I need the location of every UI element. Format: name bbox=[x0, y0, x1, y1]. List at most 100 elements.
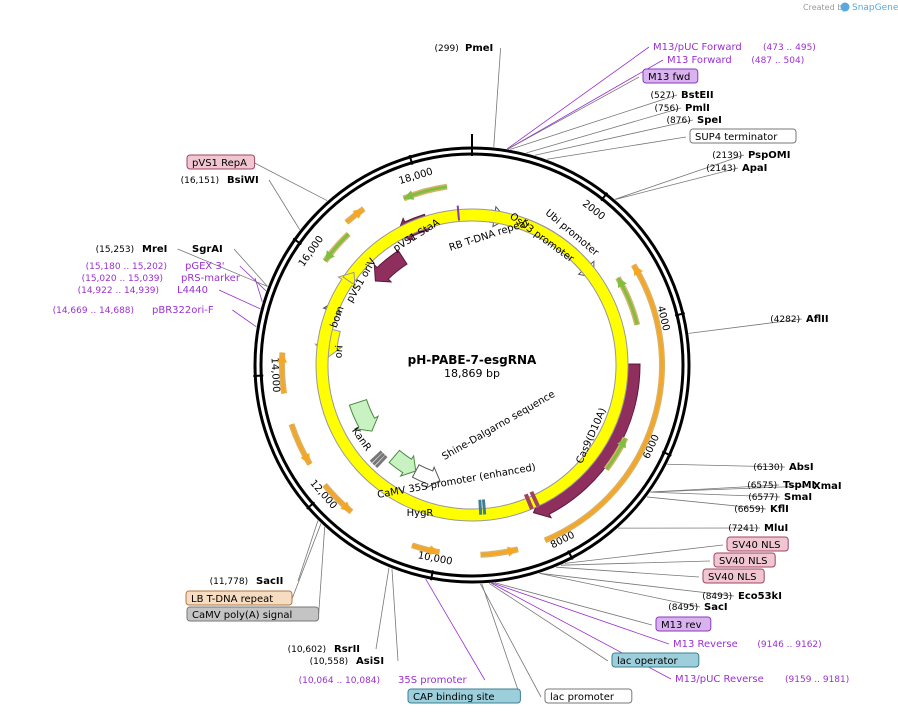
label-aflii[interactable]: (4282)AflII bbox=[770, 314, 828, 325]
feature-box bbox=[713, 552, 776, 568]
label-absi[interactable]: (6130)AbsI bbox=[753, 462, 813, 473]
label-sv40-nls[interactable]: SV40 NLS bbox=[726, 536, 789, 552]
tick-mark bbox=[306, 501, 316, 510]
label-pmei[interactable]: (299)PmeI bbox=[435, 43, 494, 54]
label-coord: (16,151) bbox=[181, 176, 220, 186]
orange-arc-4-head bbox=[340, 501, 352, 512]
orange-arc-7-head bbox=[352, 208, 364, 219]
features bbox=[277, 183, 665, 558]
leader-line bbox=[239, 265, 267, 292]
leader-line bbox=[297, 520, 319, 582]
label-camv-poly-a-signal[interactable]: CaMV poly(A) signal bbox=[186, 606, 320, 622]
label-name: M13 Forward bbox=[667, 55, 732, 66]
leader-line bbox=[688, 318, 803, 334]
label-mrei[interactable]: (15,253)MreI bbox=[96, 244, 168, 255]
outer-labels: (299)PmeI (473 .. 495)M13/pUC Forward (487… bbox=[53, 42, 849, 704]
feature-label: SV40 NLS bbox=[719, 556, 768, 567]
label-coord: (876) bbox=[667, 116, 691, 126]
label-name: SmaI bbox=[784, 492, 812, 503]
label-sv40-nls[interactable]: SV40 NLS bbox=[702, 568, 765, 584]
branding: Created by SnapGene bbox=[803, 2, 898, 13]
label-pmli[interactable]: (756)PmlI bbox=[655, 103, 710, 114]
feature-label: CaMV poly(A) signal bbox=[192, 610, 292, 621]
label-name: AsiSI bbox=[356, 656, 384, 667]
inner-label-ori: ori bbox=[333, 345, 345, 359]
label-coord: (10,602) bbox=[288, 645, 327, 655]
feature-label: lac operator bbox=[617, 656, 678, 667]
leader-line bbox=[375, 567, 390, 650]
label-name: L4440 bbox=[177, 285, 208, 296]
label-coord: (2139) bbox=[712, 151, 742, 161]
label-l4440[interactable]: (14,922 .. 14,939)L4440 bbox=[78, 285, 208, 296]
label-name: MreI bbox=[142, 244, 167, 255]
leader-line bbox=[556, 566, 700, 578]
leader-line bbox=[233, 248, 268, 287]
feature-box bbox=[544, 688, 633, 704]
tick-label: 14,000 bbox=[268, 357, 281, 393]
orange-arc-3-head bbox=[428, 545, 440, 556]
label-m13-forward[interactable]: (487 .. 504) M13 Forward bbox=[667, 55, 804, 66]
label-lac-operator[interactable]: lac operator bbox=[611, 652, 700, 668]
label-name: ApaI bbox=[742, 163, 767, 174]
leader-line bbox=[488, 582, 609, 662]
label-saci[interactable]: (8495) SacI bbox=[668, 602, 727, 613]
label-sacii[interactable]: (11,778)SacII bbox=[210, 576, 284, 587]
orange-arc-6-head bbox=[277, 352, 288, 363]
leader-line bbox=[507, 59, 664, 150]
label-m13-fwd[interactable]: M13 fwd bbox=[642, 68, 699, 84]
label-35s-promoter[interactable]: (10,064 .. 10,084)35S promoter bbox=[299, 675, 468, 686]
label-sup4-terminator[interactable]: SUP4 terminator bbox=[689, 128, 797, 144]
feature-box bbox=[702, 568, 765, 584]
label-eco53ki[interactable]: (8493)Eco53kI bbox=[702, 591, 782, 602]
label-kfli[interactable]: (6659)KflI bbox=[734, 504, 789, 515]
label-coord: (8495) bbox=[668, 603, 698, 613]
label-sv40-nls[interactable]: SV40 NLS bbox=[713, 552, 776, 568]
sv40-nls-mark bbox=[529, 490, 540, 508]
label-rsrii[interactable]: (10,602)RsrII bbox=[288, 644, 360, 655]
label-cap-binding-site[interactable]: CAP binding site bbox=[407, 688, 521, 704]
label-apai[interactable]: (2143) ApaI bbox=[706, 163, 767, 174]
label-lb-t-dna-repeat[interactable]: LB T-DNA repeat bbox=[185, 590, 293, 606]
leader-line bbox=[506, 46, 650, 150]
label-mlui[interactable]: (7241)MluI bbox=[728, 523, 788, 534]
label-xmai[interactable]: XmaI bbox=[813, 481, 842, 492]
feature-label: LB T-DNA repeat bbox=[191, 594, 273, 605]
label-m13-rev[interactable]: M13 rev bbox=[655, 616, 712, 632]
pvs1-oriv-feature bbox=[315, 208, 629, 522]
feature-box bbox=[185, 590, 293, 606]
label-coord: (10,064 .. 10,084) bbox=[299, 676, 380, 686]
label-bsteii[interactable]: (527)BstEII bbox=[651, 90, 714, 101]
label-coord: (487 .. 504) bbox=[751, 56, 804, 66]
label-coord: (2143) bbox=[706, 164, 736, 174]
label-spei[interactable]: (876)SpeI bbox=[667, 115, 722, 126]
label-pbr322ori-f[interactable]: (14,669 .. 14,688)pBR322ori-F bbox=[53, 305, 214, 316]
label-bsiwi[interactable]: (16,151)BsiWI bbox=[181, 175, 259, 186]
green-arc-3-head bbox=[325, 250, 335, 262]
label-lac-promoter[interactable]: lac promoter bbox=[544, 688, 633, 704]
label-pvs1-repa[interactable]: pVS1 RepA bbox=[186, 154, 256, 170]
label-m13-reverse[interactable]: (9146 .. 9162)M13 Reverse bbox=[673, 639, 822, 650]
feature-box bbox=[186, 154, 256, 170]
label-pgex-3[interactable]: (15,180 .. 15,202)pGEX 3' bbox=[86, 261, 225, 272]
label-m13-puc-reverse[interactable]: (9159 .. 9181)M13/pUC Reverse bbox=[675, 674, 849, 685]
tick-label: 18,000 bbox=[398, 166, 435, 187]
label-m13-puc-forward[interactable]: (473 .. 495)M13/pUC Forward bbox=[653, 42, 816, 53]
lb-mark bbox=[375, 455, 388, 469]
label-name: XmaI bbox=[813, 481, 842, 492]
label-coord: (6659) bbox=[734, 505, 764, 515]
leader-line bbox=[615, 167, 739, 200]
label-tspmi[interactable]: (6575)TspMI bbox=[747, 480, 815, 491]
label-prs-marker[interactable]: (15,020 .. 15,039)pRS-marker bbox=[82, 273, 241, 284]
leader-line bbox=[667, 463, 786, 468]
orange-arc-5-head bbox=[300, 453, 311, 465]
label-asisi[interactable]: (10,558)AsiSI bbox=[310, 656, 384, 667]
label-smai[interactable]: (6577)SmaI bbox=[748, 492, 812, 503]
label-coord: (527) bbox=[651, 91, 675, 101]
leader-line bbox=[614, 154, 745, 200]
label-pspomi[interactable]: (2139)PspOMI bbox=[712, 150, 790, 161]
kanr-feature bbox=[348, 398, 380, 432]
label-name: SacI bbox=[704, 602, 728, 613]
leader-lines bbox=[177, 46, 810, 698]
label-sgrai[interactable]: SgrAI bbox=[192, 244, 223, 255]
label-name: pGEX 3' bbox=[185, 261, 225, 272]
